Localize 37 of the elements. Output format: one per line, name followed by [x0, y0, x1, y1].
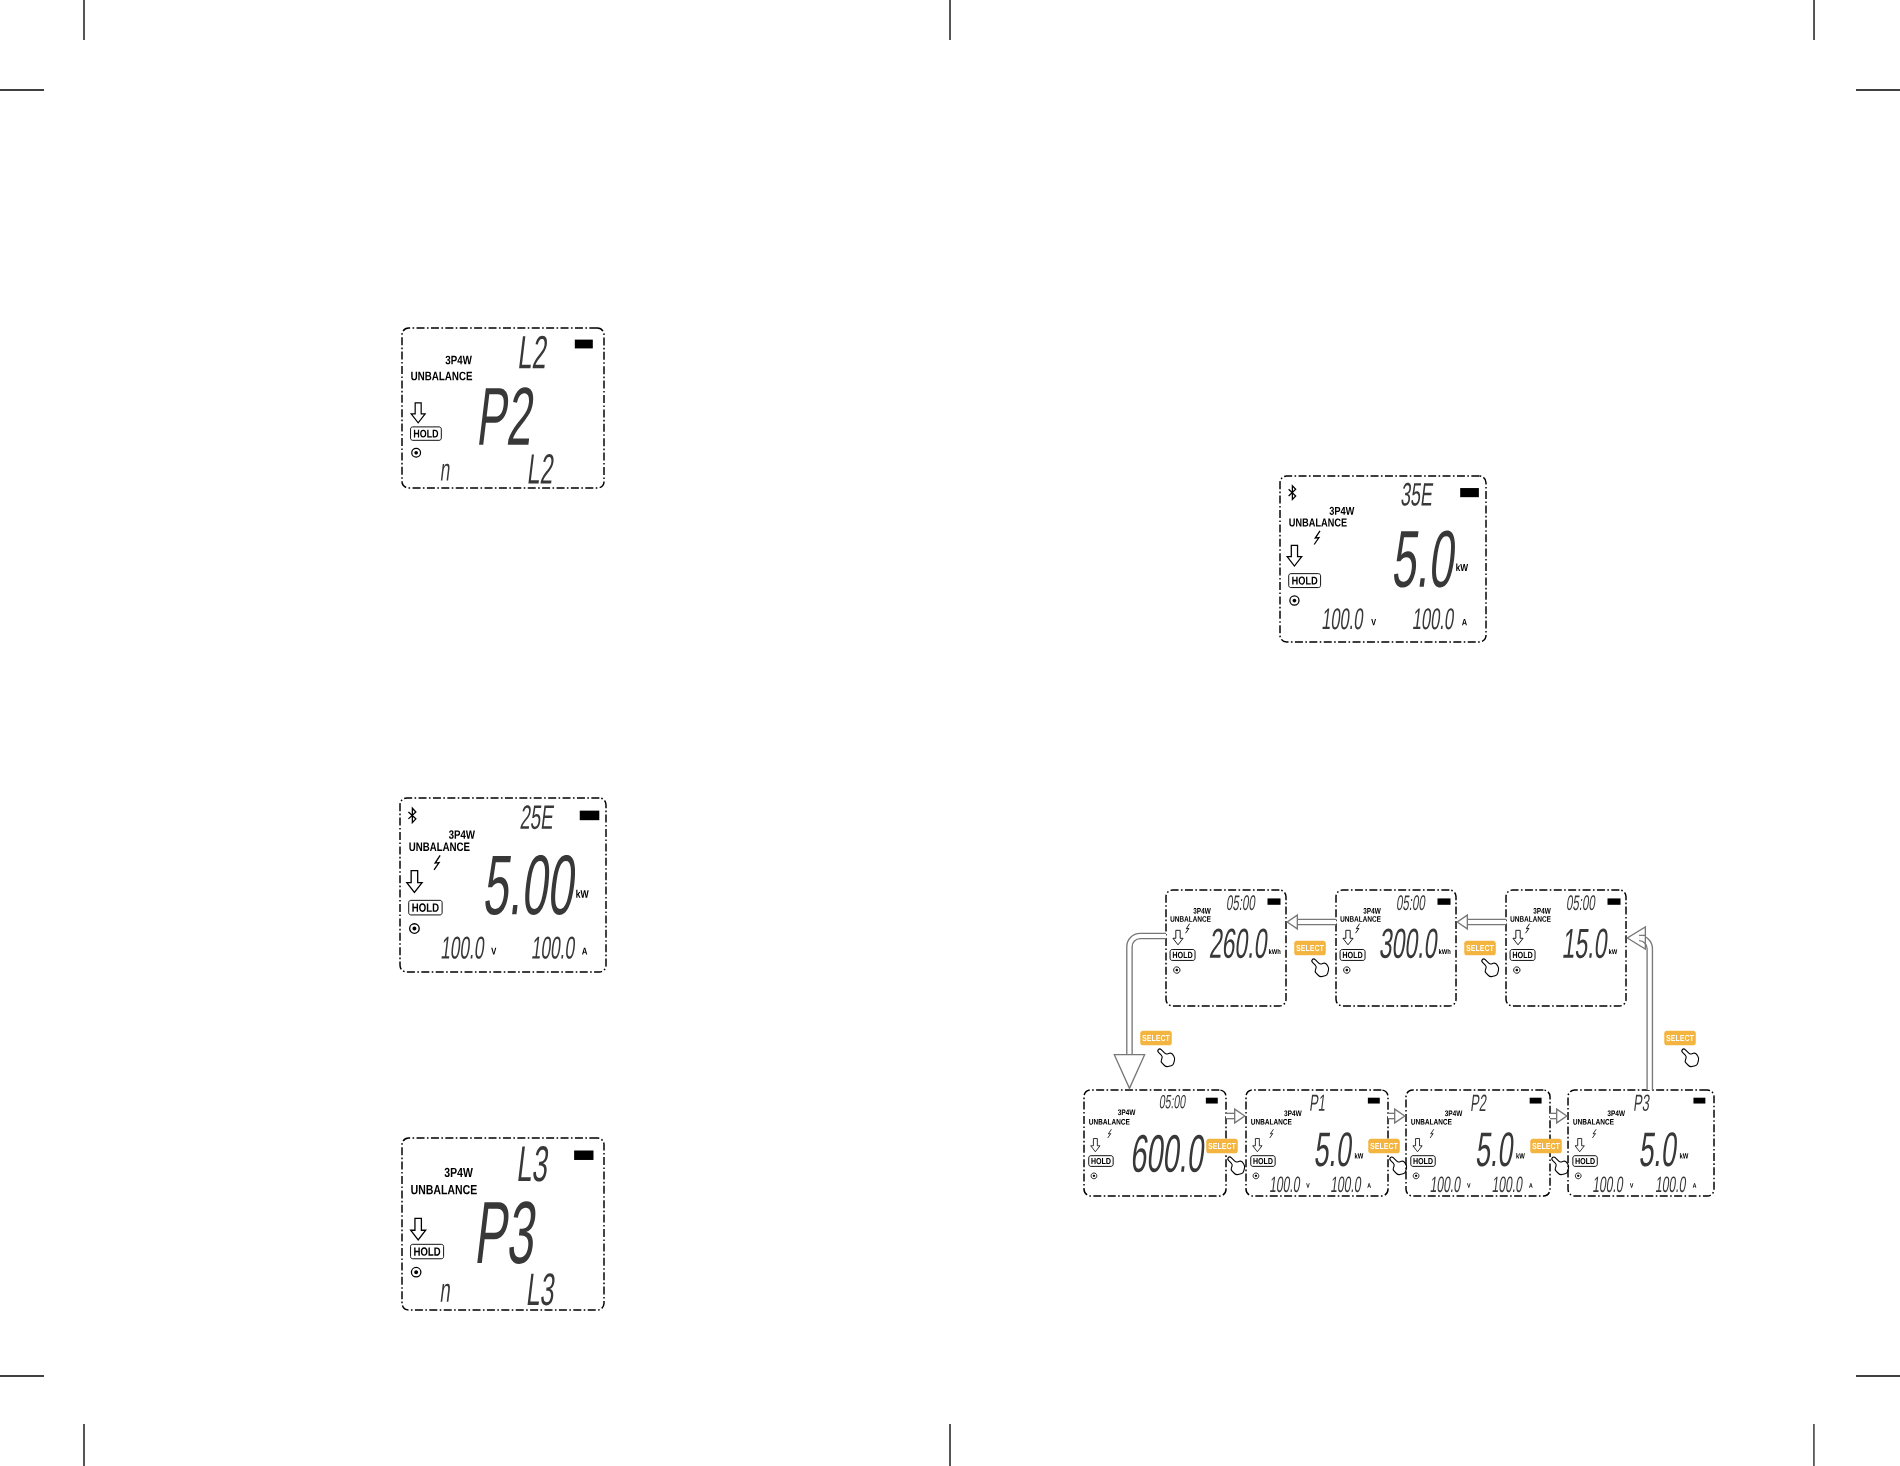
lcd-digits: L3 [518, 1146, 549, 1182]
lcd-digits: 600.0 [1132, 1134, 1205, 1173]
lcd-digits: 05:00 [1227, 895, 1256, 911]
lcd-digits: 5.0 [1640, 1132, 1677, 1167]
lcd-digits: L2 [528, 454, 554, 484]
lcd-digits: 100.0 [1655, 1176, 1687, 1193]
lcd-digits: 100.0 [1322, 608, 1364, 630]
lcd-digits: 5.0 [1315, 1132, 1352, 1167]
lcd-digits: 05:00 [1397, 895, 1426, 911]
lcd-digits: 5.00 [485, 855, 576, 915]
lcd-digits: L2 [519, 335, 547, 369]
lcd-digits: 5.0 [1476, 1132, 1514, 1167]
lcd-digits: L3 [527, 1273, 555, 1306]
lcd-digits: 100.0 [1430, 1176, 1461, 1193]
lcd-digits: 100.0 [1413, 608, 1454, 630]
lcd-digits: P2 [479, 387, 534, 445]
lcd-digits: P3 [1634, 1094, 1650, 1112]
lcd-digits: 100.0 [532, 936, 576, 959]
lcd-digits: 05:00 [1159, 1094, 1186, 1109]
lcd-digits: 05:00 [1567, 895, 1596, 911]
lcd-digits: 100.0 [1593, 1176, 1624, 1193]
lcd-digits: 100.0 [441, 936, 485, 959]
lcd-digits: 100.0 [1492, 1176, 1523, 1193]
lcd-digits: P2 [1471, 1094, 1487, 1111]
lcd-digits: 100.0 [1270, 1176, 1301, 1193]
lcd-digits: P3 [477, 1201, 536, 1264]
lcd-digits: 5.0 [1394, 530, 1455, 588]
lcd-digits: 25E [520, 805, 555, 830]
arrow [1113, 932, 1166, 1090]
lcd-digits: 35E [1401, 482, 1434, 506]
lcd-digits: n [440, 1283, 450, 1302]
lcd-digits: 100.0 [1331, 1176, 1362, 1193]
lcd-digits: P1 [1310, 1094, 1325, 1111]
lcd-digits: 300.0 [1380, 928, 1438, 959]
lcd-digits: 15.0 [1563, 928, 1608, 959]
lcd-digits: n [440, 463, 450, 481]
lcd-digits: 260.0 [1209, 928, 1268, 959]
